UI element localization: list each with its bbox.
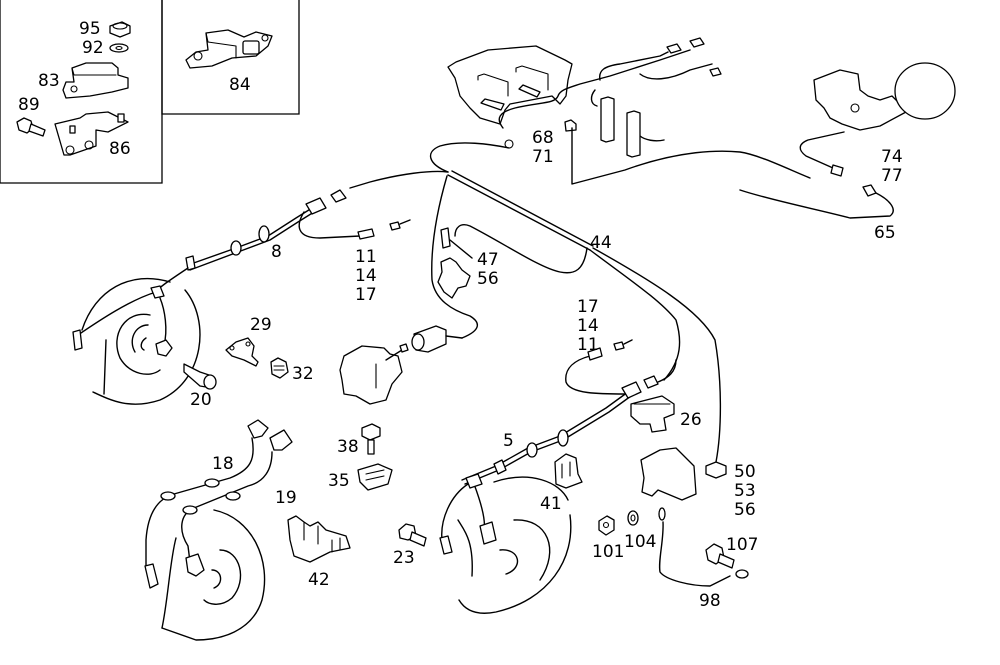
label-92: 92 (82, 38, 104, 58)
part-89-bolt[interactable] (16, 117, 46, 137)
part-44-main-harness[interactable] (349, 127, 811, 463)
label-104: 104 (624, 532, 656, 552)
front-left-sensor-lead (72, 285, 173, 357)
label-95: 95 (79, 19, 101, 39)
label-20: 20 (190, 390, 212, 410)
label-41: 41 (540, 494, 562, 514)
label-50: 50 (734, 462, 756, 482)
label-17-mid: 17 (577, 297, 599, 317)
part-29-bracket[interactable] (225, 337, 259, 367)
small-connector-68 (564, 119, 577, 132)
control-unit-harness (498, 49, 713, 142)
label-89: 89 (18, 95, 40, 115)
part-107-bolt[interactable] (705, 543, 735, 569)
label-47: 47 (477, 250, 499, 270)
front-right-sensor-lead (439, 473, 497, 555)
front-right-brake-disc (457, 476, 572, 614)
harness-end-connectors (666, 37, 722, 77)
label-77: 77 (881, 166, 903, 186)
label-44: 44 (590, 233, 612, 253)
hydraulic-unit-harness (739, 131, 894, 219)
label-38: 38 (337, 437, 359, 457)
part-104-washer[interactable] (627, 510, 639, 526)
label-29: 29 (250, 315, 272, 335)
part-68-control-unit[interactable] (447, 45, 573, 149)
part-98-ground-strap[interactable] (658, 507, 749, 587)
label-19: 19 (275, 488, 297, 508)
part-26-module[interactable] (630, 395, 675, 433)
label-35: 35 (328, 471, 350, 491)
part-labels: 95 92 83 89 86 84 68 71 74 77 65 44 8 11… (18, 19, 903, 611)
label-107: 107 (726, 535, 758, 555)
part-83-sensor[interactable] (62, 62, 129, 99)
part-41-clip[interactable] (554, 453, 583, 489)
label-32: 32 (292, 364, 314, 384)
label-17-top: 17 (355, 285, 377, 305)
label-5: 5 (503, 431, 514, 451)
label-71: 71 (532, 147, 554, 167)
label-42: 42 (308, 570, 330, 590)
part-74-hydraulic-unit[interactable] (813, 62, 956, 131)
part-50-connector[interactable] (705, 461, 727, 479)
part-56-valve[interactable] (437, 257, 471, 299)
part-47-connector[interactable] (440, 227, 473, 259)
part-42-holder[interactable] (287, 515, 351, 563)
part-101-nut[interactable] (598, 515, 615, 536)
label-65: 65 (874, 223, 896, 243)
part-19-rear-sensor-cable[interactable] (181, 429, 293, 577)
label-18: 18 (212, 454, 234, 474)
label-86: 86 (109, 139, 131, 159)
label-74: 74 (881, 147, 903, 167)
label-68: 68 (532, 128, 554, 148)
label-98: 98 (699, 591, 721, 611)
part-35-clip[interactable] (357, 463, 393, 491)
rear-brake-disc (161, 509, 266, 641)
part-20-sensor-sleeve[interactable] (183, 363, 217, 390)
cover-plate (640, 447, 697, 501)
label-84: 84 (229, 75, 251, 95)
part-5-sensor-cable[interactable] (461, 339, 677, 485)
relay-blocks (600, 96, 641, 158)
label-56-bottom: 56 (734, 500, 756, 520)
label-8: 8 (271, 242, 282, 262)
part-86-bracket[interactable] (54, 111, 129, 156)
label-14-mid: 14 (577, 316, 599, 336)
label-26: 26 (680, 410, 702, 430)
inset-box-right (161, 0, 300, 115)
label-14-top: 14 (355, 266, 377, 286)
part-38-bolt[interactable] (361, 423, 381, 455)
front-left-brake-disc (81, 277, 201, 405)
label-56-top: 56 (477, 269, 499, 289)
part-32-clip[interactable] (270, 357, 289, 379)
label-23: 23 (393, 548, 415, 568)
part-95-nut[interactable] (109, 21, 131, 38)
part-23-bolt[interactable] (398, 523, 427, 547)
part-18-rear-sensor-cable[interactable] (144, 419, 269, 589)
part-8-sensor-cable[interactable] (155, 189, 411, 293)
label-101: 101 (592, 542, 624, 562)
label-11-top: 11 (355, 247, 377, 267)
part-92-washer[interactable] (109, 43, 129, 53)
label-53: 53 (734, 481, 756, 501)
label-11-mid: 11 (577, 335, 599, 355)
center-valve-unit (339, 325, 463, 405)
label-83: 83 (38, 71, 60, 91)
part-84-sensor[interactable] (185, 29, 273, 69)
